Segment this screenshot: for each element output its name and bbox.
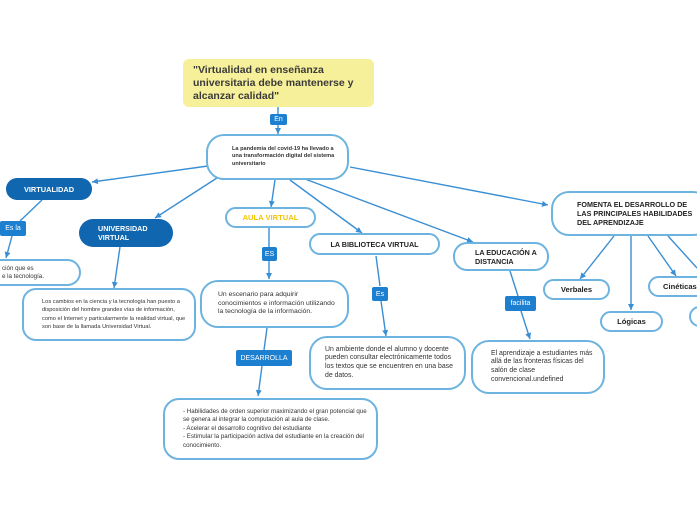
edge-universidad-desc: [111, 246, 121, 289]
biblioteca-virtual-node: LA BIBLIOTECA VIRTUAL: [309, 233, 440, 255]
virtualidad-desc: ción que es e la tecnología.: [0, 259, 81, 286]
edge-habilidades-more: [667, 235, 697, 269]
biblioteca-desc: Un ambiente donde el alumno y docente pu…: [309, 336, 466, 390]
connector-facilita: facilita: [505, 296, 536, 311]
connector-es-la: Es la: [0, 221, 26, 236]
edge-distancia-facilita: [509, 270, 519, 297]
edge-central-universidad: [154, 175, 221, 219]
central-node: La pandemia del covid-19 ha llevado a un…: [206, 134, 349, 180]
habilidad-logicas: Lógicas: [600, 311, 663, 332]
edge-habilidades-verbales: [579, 235, 615, 280]
edge-aula-desc-desarrolla: [263, 327, 268, 351]
connector-aula-es: ES: [262, 247, 277, 261]
universidad-virtual-node: UNIVERSIDAD VIRTUAL: [79, 219, 173, 247]
virtualidad-node: VIRTUALIDAD: [6, 178, 92, 200]
edge-central-aula: [268, 179, 276, 208]
edge-es-biblioteca-desc: [380, 300, 389, 337]
edge-desarrolla-desc: [255, 365, 263, 397]
aula-virtual-skills: - Habilidades de orden superior maximiza…: [163, 398, 378, 460]
edge-central-virtualidad: [91, 165, 209, 185]
connector-en: En: [270, 114, 287, 125]
edge-biblioteca-es: [375, 255, 381, 287]
map-title: "Virtualidad en enseñanza universitaria …: [183, 59, 374, 107]
educacion-distancia-node: LA EDUCACIÓN A DISTANCIA: [453, 242, 549, 271]
habilidades-node: FOMENTA EL DESARROLLO DE LAS PRINCIPALES…: [551, 191, 697, 236]
edge-facilita-desc: [520, 310, 532, 340]
educacion-distancia-desc: El aprendizaje a estudiantes más allá de…: [471, 340, 605, 394]
edge-central-distancia: [304, 178, 474, 243]
map-title-text: "Virtualidad en enseñanza universitaria …: [193, 63, 354, 102]
aula-virtual-desc: Un escenario para adquirir conocimientos…: [200, 280, 349, 328]
central-node-text: La pandemia del covid-19 ha llevado a un…: [232, 145, 335, 167]
aula-virtual-node: AULA VIRTUAL: [225, 207, 316, 228]
edge-virtualidad-esla: [19, 199, 43, 222]
edge-esla-desc: [4, 235, 13, 259]
edge-central-biblioteca: [289, 179, 363, 234]
habilidad-verbales: Verbales: [543, 279, 610, 300]
connector-desarrolla: DESARROLLA: [236, 350, 292, 366]
universidad-virtual-desc: Los cambios en la ciencia y la tecnologí…: [22, 288, 196, 341]
edge-central-habilidades: [349, 166, 549, 207]
edge-habilidades-cineticas: [647, 235, 677, 277]
connector-biblioteca-es: Es: [372, 287, 388, 301]
habilidad-cineticas: Cinéticas: [648, 276, 697, 297]
